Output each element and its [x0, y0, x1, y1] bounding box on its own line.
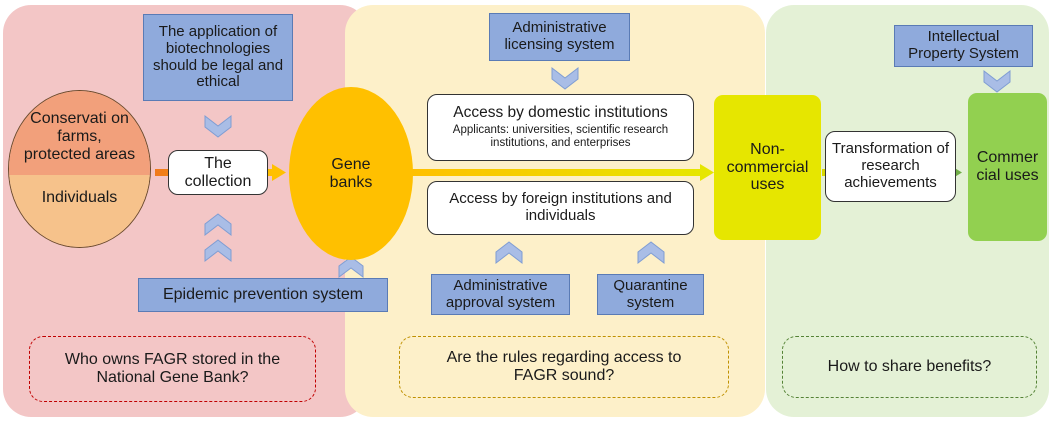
commercial-label: Commer cial uses	[976, 149, 1039, 184]
individuals-label: Individuals	[41, 189, 118, 207]
ip-label: Intellectual Property System	[908, 28, 1019, 62]
question-ownership: Who owns FAGR stored in the National Gen…	[29, 336, 316, 402]
question-ownership-label: Who owns FAGR stored in the National Gen…	[64, 351, 281, 386]
approval-box: Administrative approval system	[431, 274, 570, 315]
transformation-box: Transformation of research achievements	[825, 131, 956, 202]
conservation-segment: Conservati on farms, protected areas	[9, 91, 150, 176]
epidemic-box: Epidemic prevention system	[138, 278, 388, 312]
biotech-label: The application of biotechnologies shoul…	[152, 22, 284, 91]
domestic-title: Access by domestic institutions	[453, 104, 668, 122]
gene-banks-label: Gene banks	[329, 155, 373, 191]
transformation-label: Transformation of research achievements	[832, 140, 949, 191]
licensing-box: Administrative licensing system	[489, 13, 630, 61]
noncommercial-label: Non-commercial uses	[726, 140, 809, 194]
source-circle: Conservati on farms, protected areas Ind…	[8, 90, 151, 248]
commercial-box: Commer cial uses	[968, 93, 1047, 241]
question-access-rules: Are the rules regarding access to FAGR s…	[399, 336, 729, 398]
question-access-label: Are the rules regarding access to FAGR s…	[446, 349, 682, 384]
question-benefits-label: How to share benefits?	[827, 358, 992, 376]
individuals-segment: Individuals	[9, 175, 150, 247]
collection-box: The collection	[168, 150, 268, 195]
foreign-label: Access by foreign institutions and indiv…	[449, 190, 672, 224]
biotech-box: The application of biotechnologies shoul…	[143, 14, 293, 101]
licensing-label: Administrative licensing system	[504, 19, 615, 53]
ip-box: Intellectual Property System	[894, 25, 1033, 67]
domestic-subtitle: Applicants: universities, scientific res…	[452, 124, 669, 150]
question-benefits: How to share benefits?	[782, 336, 1037, 398]
collection-label: The collection	[184, 154, 252, 190]
noncommercial-box: Non-commercial uses	[714, 95, 821, 240]
domestic-content: Access by domestic institutions Applican…	[438, 104, 683, 150]
domestic-access-box: Access by domestic institutions Applican…	[427, 94, 694, 161]
approval-label: Administrative approval system	[445, 276, 556, 311]
gene-banks-ellipse: Gene banks	[289, 87, 413, 260]
epidemic-label: Epidemic prevention system	[162, 286, 364, 304]
foreign-access-box: Access by foreign institutions and indiv…	[427, 181, 694, 235]
quarantine-label: Quarantine system	[613, 276, 688, 311]
conservation-label: Conservati on farms, protected areas	[23, 110, 136, 164]
quarantine-box: Quarantine system	[597, 274, 704, 315]
